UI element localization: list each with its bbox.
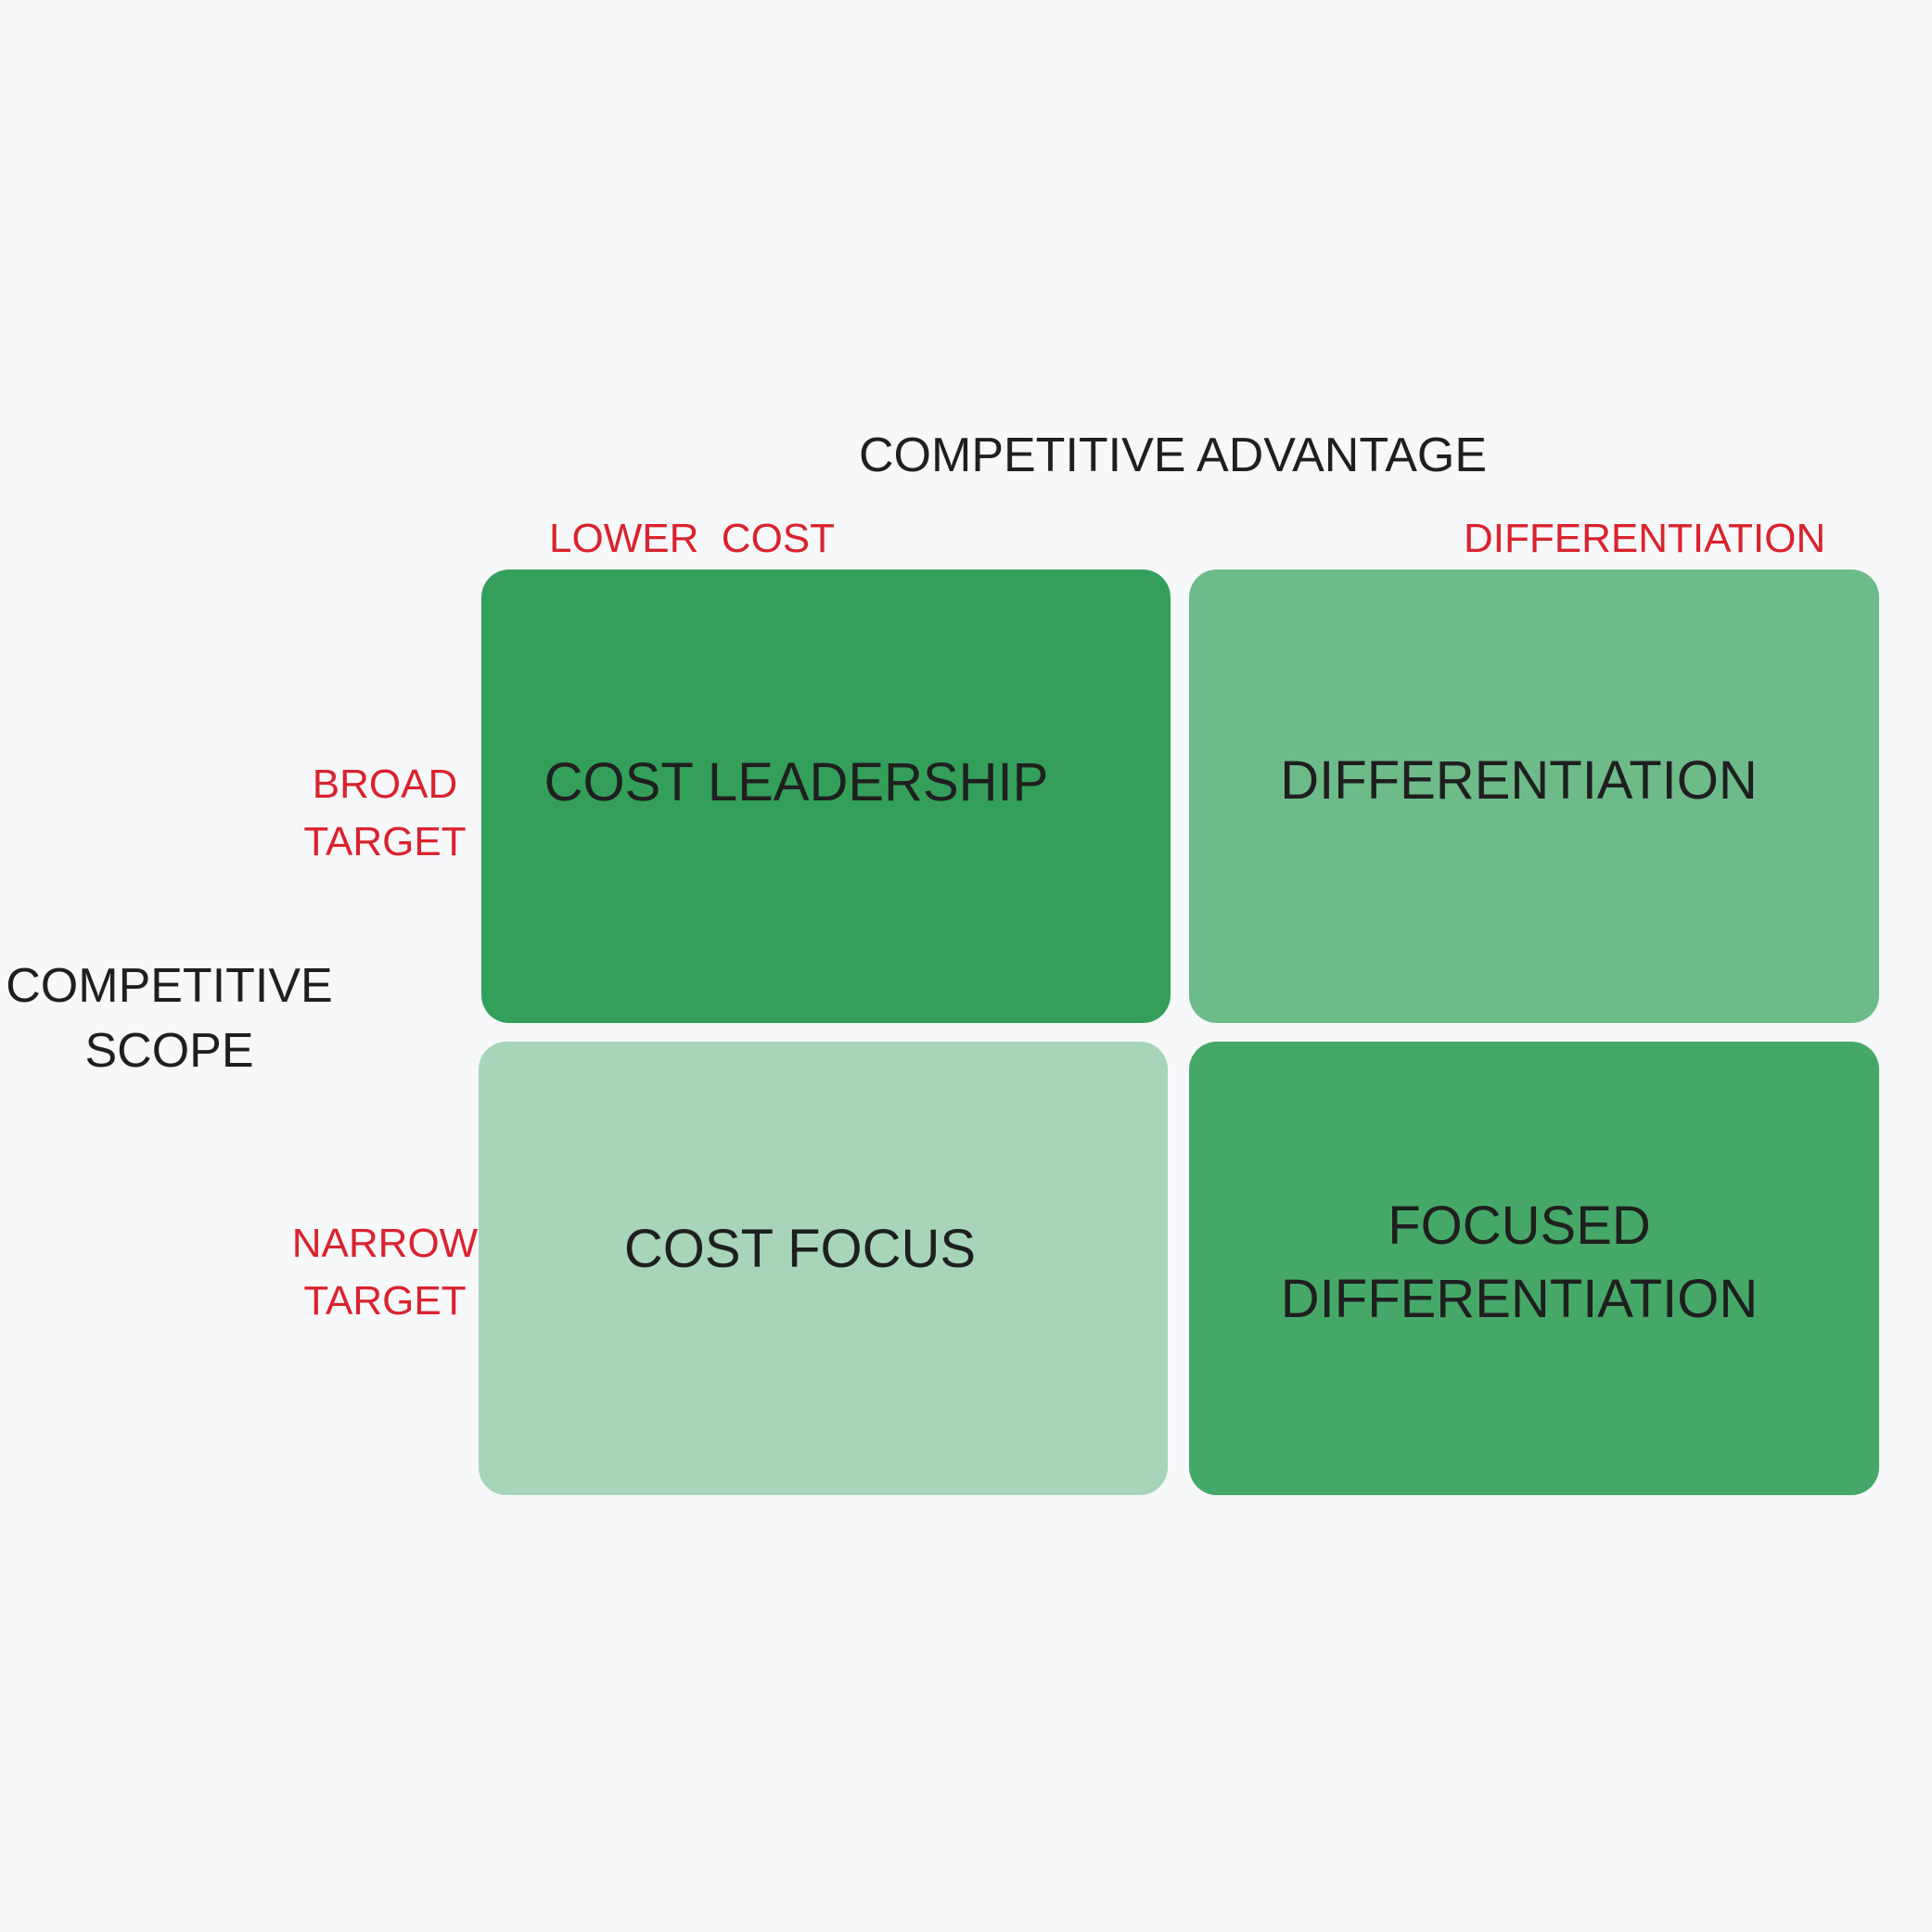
quadrant-focused-differentiation: FOCUSED DIFFERENTIATION xyxy=(1189,1042,1879,1495)
row-label-broad-target: BROAD TARGET xyxy=(274,756,496,870)
row-label-narrow-target-line-1: NARROW xyxy=(291,1221,479,1266)
quadrant-differentiation: DIFFERENTIATION xyxy=(1189,569,1879,1023)
row-label-broad-target-line-2: TARGET xyxy=(303,818,467,864)
quadrant-cost-focus-label-line-1: COST FOCUS xyxy=(623,1219,977,1280)
column-label-lower-cost: LOWER COST xyxy=(549,516,836,561)
quadrant-differentiation-label-line-1: DIFFERENTIATION xyxy=(1280,750,1758,812)
quadrant-cost-focus: COST FOCUS xyxy=(479,1042,1168,1495)
competitive-scope-title-line-2: SCOPE xyxy=(84,1024,254,1079)
quadrant-focused-differentiation-label-line-2: DIFFERENTIATION xyxy=(1280,1268,1759,1329)
quadrant-differentiation-label: DIFFERENTIATION xyxy=(1280,745,1757,817)
competitive-scope-title: COMPETITIVE SCOPE xyxy=(0,953,339,1083)
quadrant-cost-leadership-label-line-1: COST LEADERSHIP xyxy=(544,752,1049,813)
row-label-narrow-target: NARROW TARGET xyxy=(274,1215,496,1329)
quadrant-cost-leadership-label: COST LEADERSHIP xyxy=(544,747,1049,819)
quadrant-cost-focus-label: COST FOCUS xyxy=(624,1213,976,1286)
row-label-narrow-target-line-2: TARGET xyxy=(303,1277,467,1324)
competitive-advantage-title: COMPETITIVE ADVANTAGE xyxy=(859,429,1488,482)
quadrant-focused-differentiation-label-line-1: FOCUSED xyxy=(1388,1196,1651,1257)
row-label-broad-target-line-1: BROAD xyxy=(312,761,458,807)
column-label-differentiation: DIFFERENTIATION xyxy=(1464,516,1826,561)
quadrant-focused-differentiation-label: FOCUSED DIFFERENTIATION xyxy=(1281,1190,1758,1336)
competitive-scope-title-line-1: COMPETITIVE xyxy=(6,959,333,1013)
quadrant-cost-leadership: COST LEADERSHIP xyxy=(481,569,1171,1023)
